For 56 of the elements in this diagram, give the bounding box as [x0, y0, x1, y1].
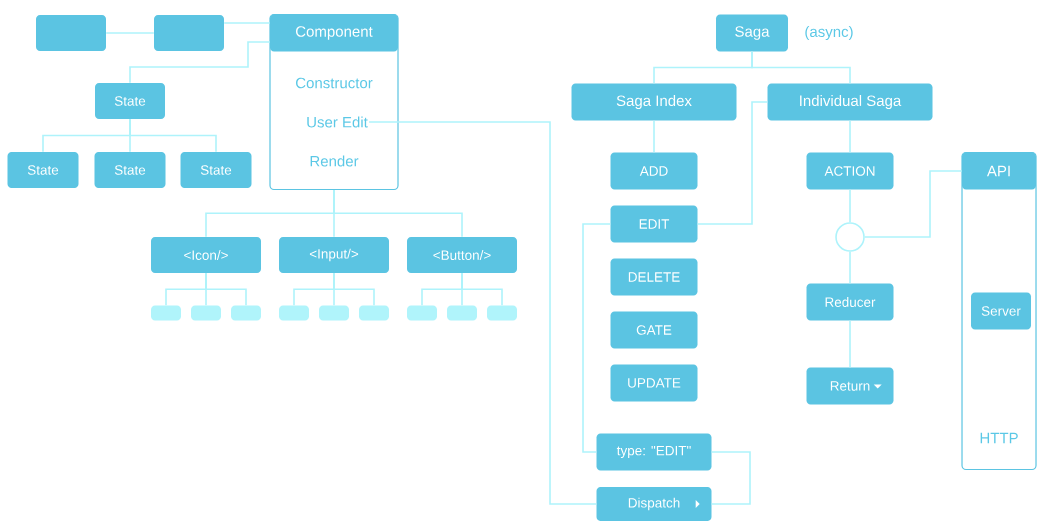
connector-line: [205, 272, 247, 307]
process-box: DELETE: [610, 258, 698, 296]
process-box: State: [180, 152, 252, 188]
connector-line: [849, 251, 851, 285]
connector-line: [582, 223, 612, 453]
connector-line: [333, 189, 463, 238]
connector-line: [751, 50, 851, 85]
junction-circle: [835, 222, 865, 252]
leaf-box: [151, 305, 181, 321]
dispatch-box: Dispatch: [596, 487, 712, 521]
connector-line: [129, 118, 217, 153]
connector-line: [849, 119, 851, 154]
empty-box: [36, 15, 106, 51]
process-box: Reducer: [806, 283, 894, 321]
process-box: <Button/>: [407, 237, 517, 273]
process-box: ACTION: [806, 152, 894, 190]
connector-line: [461, 272, 503, 307]
connector-line: [333, 272, 375, 307]
process-box: Saga Index: [571, 83, 737, 121]
process-box: UPDATE: [610, 364, 698, 402]
leaf-box: [359, 305, 389, 321]
leaf-box: [279, 305, 309, 321]
process-box: State: [94, 152, 166, 188]
leaf-box: [487, 305, 517, 321]
leaf-box: [407, 305, 437, 321]
process-box: type: "EDIT": [596, 433, 712, 471]
connector-line: [129, 41, 271, 84]
process-box: Saga: [716, 14, 788, 52]
connector-line: [696, 101, 769, 225]
leaf-box: [319, 305, 349, 321]
process-box: GATE: [610, 311, 698, 349]
process-box: State: [95, 83, 165, 119]
leaf-box: [231, 305, 261, 321]
connector-line: [849, 319, 851, 369]
empty-box: [154, 15, 224, 51]
connector-line: [105, 32, 155, 34]
connector-line: [864, 170, 963, 238]
process-box: ADD: [610, 152, 698, 190]
dropdown-box: Return: [806, 367, 894, 405]
process-box: <Icon/>: [151, 237, 261, 273]
side-note: (async): [805, 26, 853, 40]
connector-line: [849, 188, 851, 223]
process-box: Server: [971, 292, 1031, 330]
connector-line: [368, 121, 598, 505]
connector-line: [223, 22, 271, 24]
connector-line: [710, 451, 751, 505]
list-item: User Edit: [307, 116, 368, 128]
header-bar: Component: [270, 14, 398, 52]
leaf-box: [447, 305, 477, 321]
process-box: EDIT: [610, 205, 698, 243]
header-bar: API: [962, 152, 1036, 190]
process-box: <Input/>: [279, 237, 389, 273]
process-box: State: [7, 152, 79, 188]
connector-line: [653, 119, 655, 154]
process-box: Individual Saga: [767, 83, 933, 121]
leaf-box: [191, 305, 221, 321]
